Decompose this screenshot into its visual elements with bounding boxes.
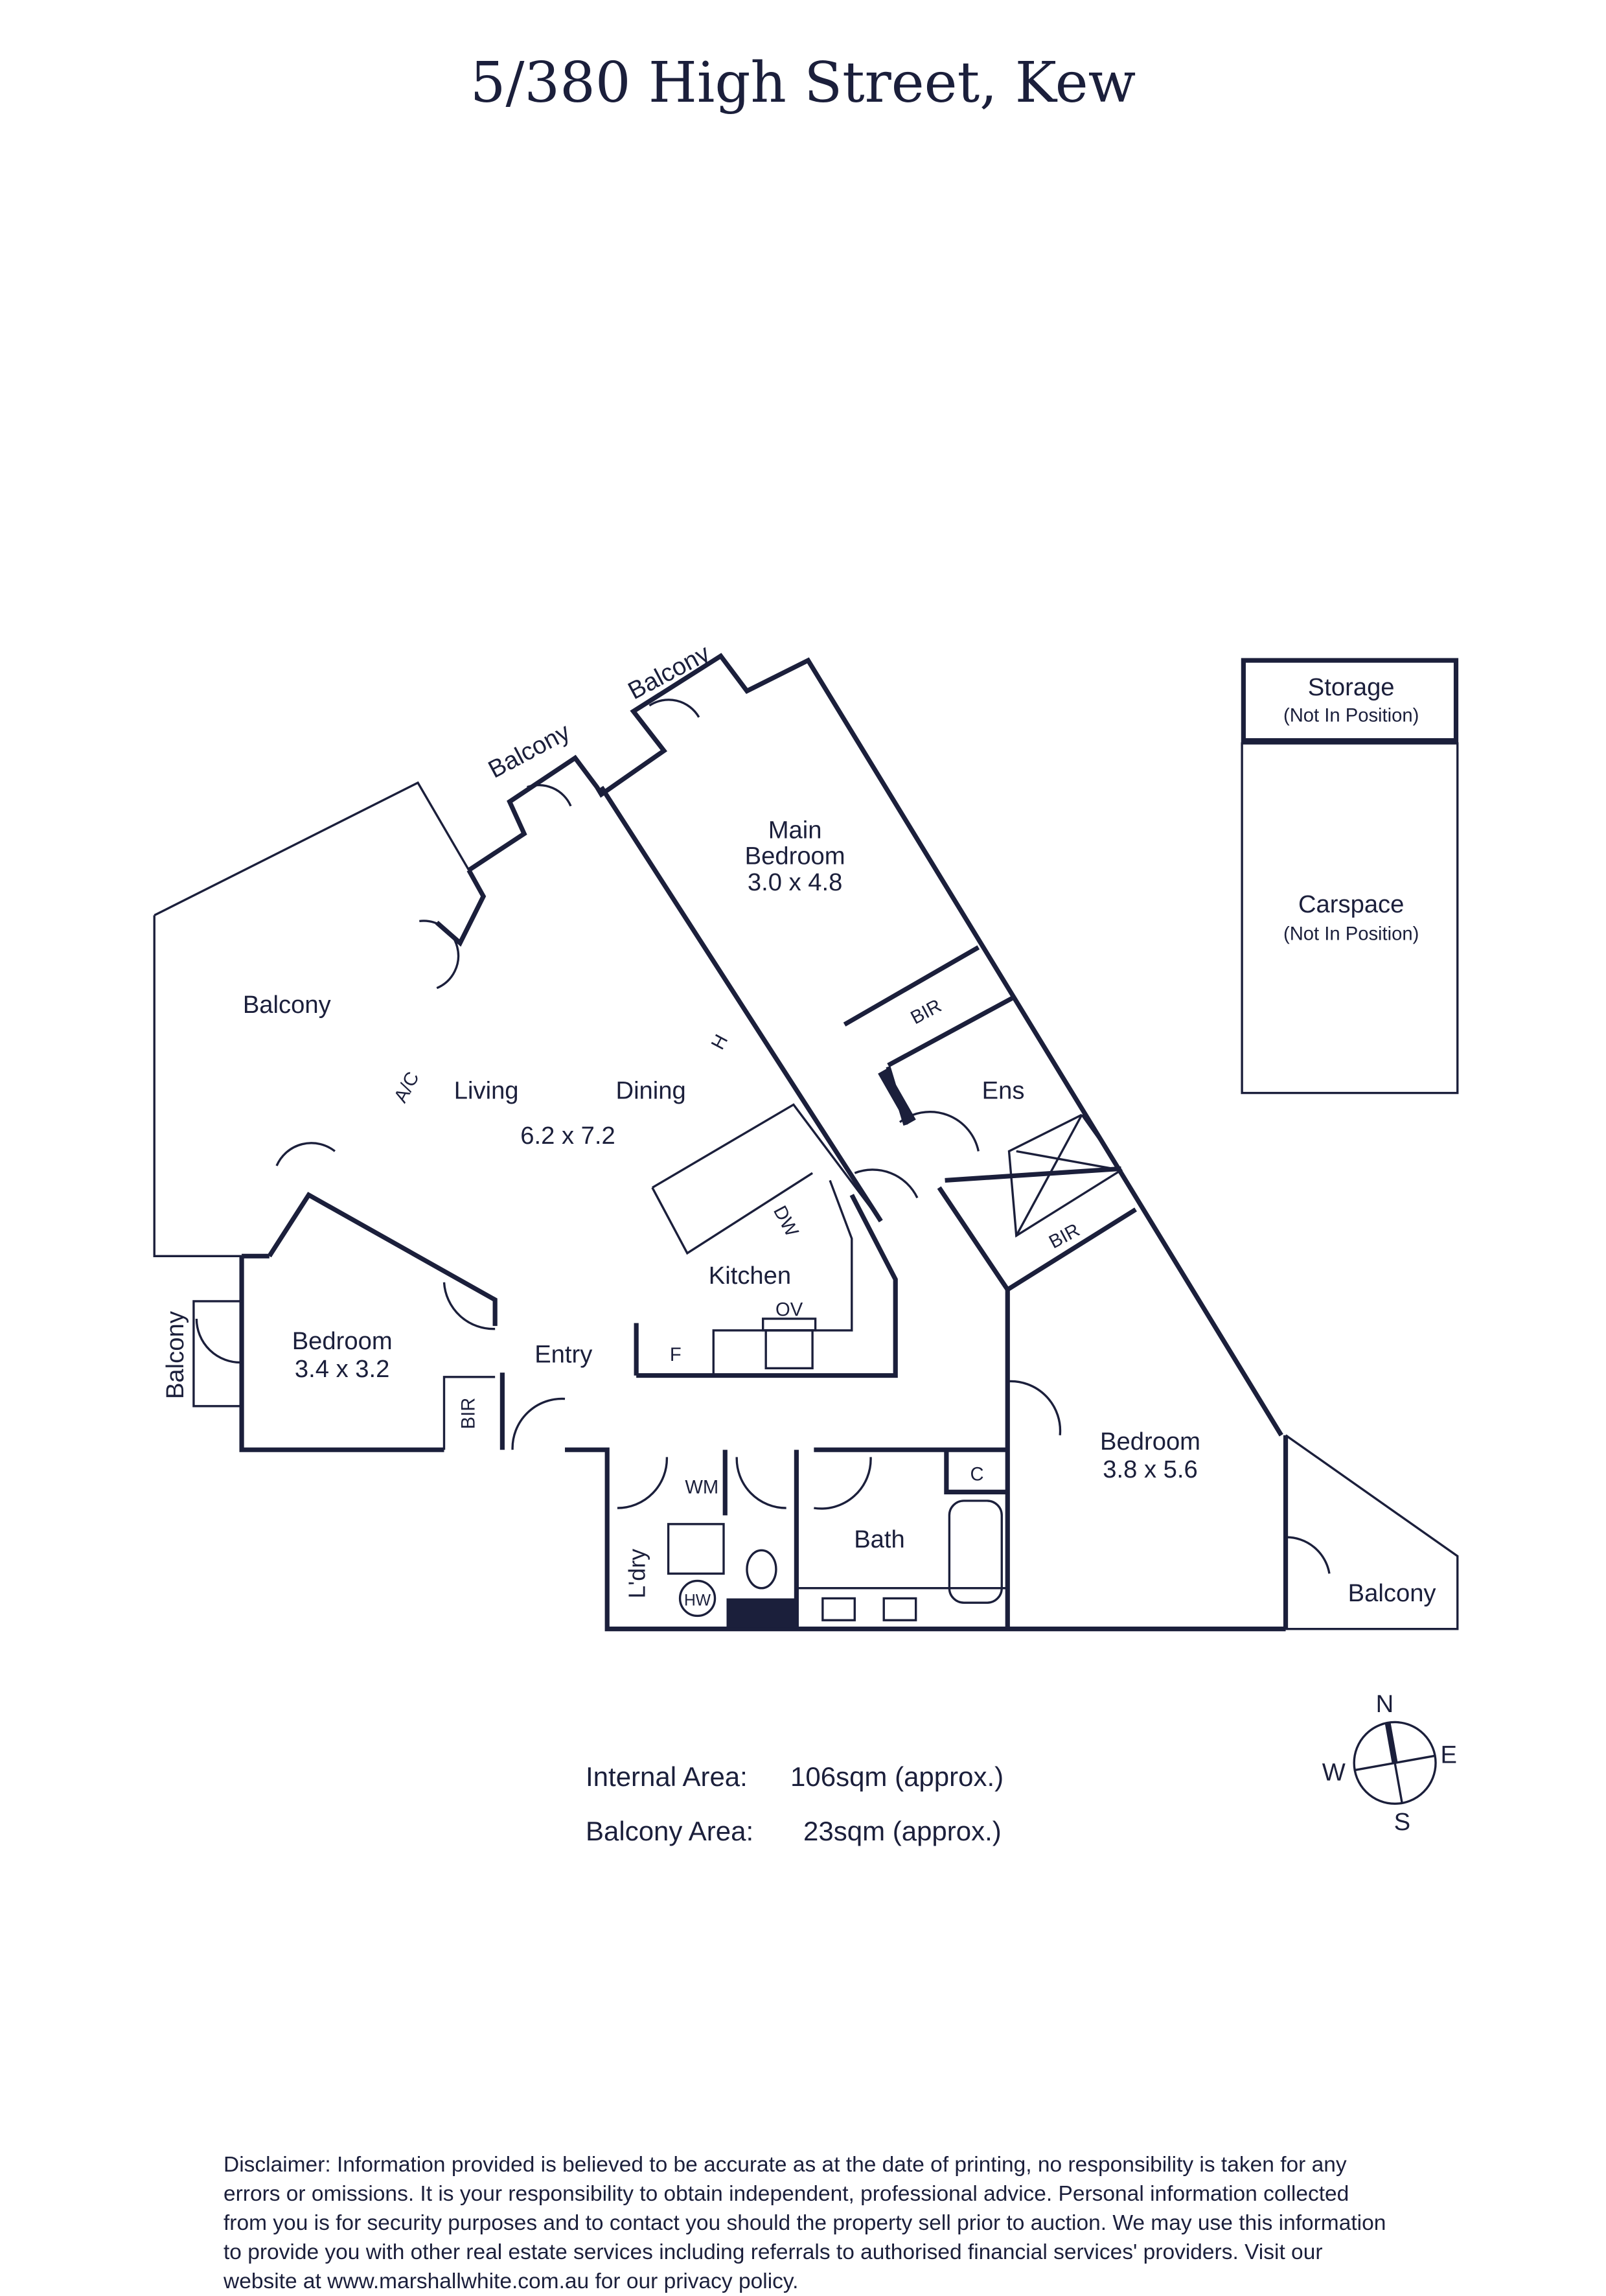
laundry-label: L'dry: [624, 1549, 650, 1599]
kitchen-label: Kitchen: [709, 1262, 791, 1290]
balcony-top1-label: Balcony: [484, 717, 575, 783]
carspace-label: Carspace: [1298, 890, 1404, 918]
bedroom2-size: 3.4 x 3.2: [295, 1355, 390, 1383]
living-size: 6.2 x 7.2: [520, 1122, 615, 1150]
dishwasher-label: DW: [769, 1203, 802, 1240]
fridge-label: F: [670, 1345, 682, 1365]
oven-label: OV: [775, 1299, 803, 1320]
balcony-top2-label: Balcony: [623, 639, 715, 705]
balcony-area-value: 23sqm (approx.): [803, 1816, 1002, 1846]
balcony-left-label: Balcony: [161, 1310, 189, 1399]
cupboard-label: C: [970, 1464, 984, 1485]
balcony-area-label: Balcony Area:: [586, 1816, 754, 1846]
thin-walls: [153, 699, 1459, 1630]
compass-e: E: [1441, 1741, 1457, 1768]
heater-label: H: [707, 1031, 732, 1053]
bath-label: Bath: [854, 1525, 905, 1553]
main-bedroom-size: 3.0 x 4.8: [748, 868, 843, 896]
bir-main-label: BIR: [908, 995, 945, 1028]
compass-n: N: [1376, 1690, 1394, 1718]
ens-label: Ens: [982, 1077, 1025, 1105]
storage-box: [1241, 658, 1459, 743]
bedroom2-label: Bedroom: [292, 1327, 393, 1355]
carspace-note: (Not In Position): [1283, 924, 1419, 945]
balcony-living-label: Balcony: [243, 991, 332, 1019]
washing-machine-label: WM: [685, 1478, 718, 1498]
page-title: 5/380 High Street, Kew: [470, 51, 1136, 115]
compass-icon: N E S W: [1322, 1690, 1457, 1836]
storage-note: (Not In Position): [1283, 705, 1419, 726]
balcony-right-label: Balcony: [1348, 1579, 1437, 1607]
ac-label: A/C: [391, 1069, 424, 1106]
dining-label: Dining: [616, 1077, 686, 1105]
outer-walls: [239, 653, 1289, 1632]
bedroom3-size: 3.8 x 5.6: [1103, 1455, 1198, 1483]
area-summary: Internal Area: 106sqm (approx.) Balcony A…: [586, 1750, 1004, 1859]
internal-area-value: 106sqm (approx.): [790, 1761, 1004, 1792]
living-label: Living: [454, 1077, 519, 1105]
main-bedroom-label-1: Main: [768, 816, 822, 844]
compass-s: S: [1394, 1808, 1410, 1836]
compass-w: W: [1322, 1758, 1346, 1786]
disclaimer: Disclaimer: Information provided is beli…: [224, 2153, 1386, 2293]
storage-label: Storage: [1308, 673, 1395, 701]
main-bedroom-label-2: Bedroom: [745, 842, 845, 870]
hot-water-label: HW: [684, 1592, 711, 1610]
bedroom3-label: Bedroom: [1100, 1428, 1200, 1455]
bir-bedroom2-label: BIR: [459, 1398, 479, 1430]
entry-label: Entry: [534, 1340, 593, 1368]
internal-area-label: Internal Area:: [586, 1761, 748, 1792]
